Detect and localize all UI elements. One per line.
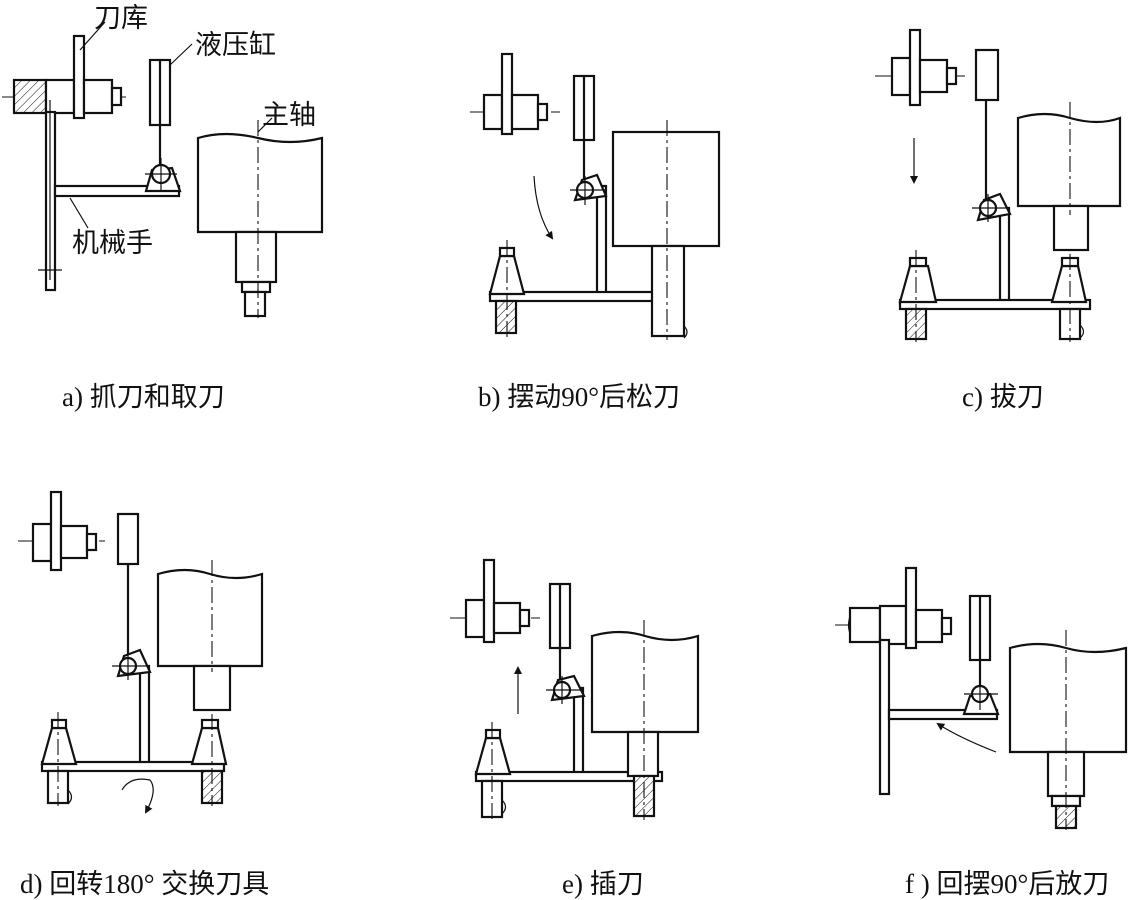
panel-f: f ) 回摆90°后放刀	[835, 566, 1128, 899]
manipulator-c	[898, 192, 1092, 342]
caption-e: e) 插刀	[562, 869, 644, 899]
panel-a: 刀库 液压缸 主轴 机械手 a) 抓刀和取刀	[2, 3, 324, 412]
spindle-a	[196, 120, 324, 318]
tool-magazine-f	[835, 566, 953, 650]
caption-f: f ) 回摆90°后放刀	[905, 869, 1109, 899]
manipulator-f	[878, 638, 1000, 796]
leader-cylinder	[169, 43, 193, 66]
manipulator-a	[38, 100, 182, 292]
label-tool-magazine: 刀库	[94, 3, 148, 33]
spindle-f	[1008, 630, 1128, 830]
hydraulic-cylinder-d	[116, 512, 140, 660]
swing-back-arrow-icon	[936, 722, 997, 753]
hydraulic-cylinder-f	[968, 594, 992, 690]
hydraulic-cylinder-b	[572, 74, 596, 180]
curved-arrow-icon	[533, 175, 554, 240]
spindle-e	[590, 620, 700, 820]
label-spindle: 主轴	[262, 100, 316, 130]
spindle-b	[611, 120, 721, 340]
caption-c: c) 拔刀	[962, 382, 1044, 412]
panel-c: c) 拔刀	[875, 28, 1122, 412]
panel-b: b) 摆动90°后松刀	[470, 52, 721, 412]
spindle-d	[156, 560, 264, 712]
caption-a: a) 抓刀和取刀	[62, 382, 225, 412]
leader-spindle	[257, 117, 273, 133]
leader-magazine	[79, 21, 106, 51]
hydraulic-cylinder-c	[974, 48, 1000, 200]
spindle-c	[1016, 102, 1122, 252]
panel-d: d) 回转180° 交换刀具	[18, 490, 269, 899]
caption-d: d) 回转180° 交换刀具	[20, 869, 269, 899]
label-manipulator: 机械手	[72, 228, 153, 258]
tool-magazine-b	[470, 52, 560, 136]
manipulator-d	[40, 648, 228, 806]
tool-magazine-c	[875, 28, 965, 107]
rotate-arrow-icon	[121, 778, 154, 814]
panel-e: e) 插刀	[450, 558, 700, 899]
tool-magazine-d	[18, 490, 105, 572]
label-hydraulic-cylinder: 液压缸	[195, 30, 276, 60]
tool-magazine-e	[450, 558, 540, 644]
caption-b: b) 摆动90°后松刀	[478, 382, 680, 412]
leader-manipulator	[69, 197, 89, 229]
manipulator-e	[474, 674, 664, 820]
hydraulic-cylinder-a	[148, 58, 172, 165]
hydraulic-cylinder-e	[548, 582, 572, 680]
tool-magazine-a	[2, 34, 130, 120]
